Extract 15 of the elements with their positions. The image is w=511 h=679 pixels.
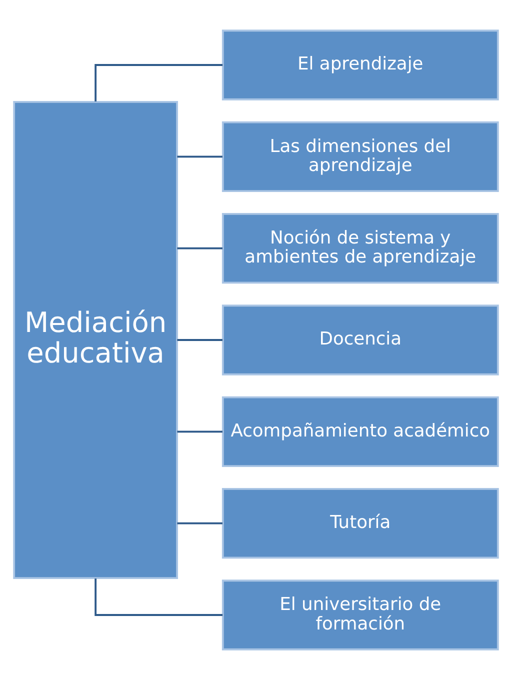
connector — [176, 338, 222, 340]
node-box: Las dimensiones del aprendizaje — [221, 120, 498, 192]
node-box: Mediación educativa — [12, 100, 178, 579]
connector — [176, 246, 222, 249]
node-box: Docencia — [221, 304, 498, 375]
connector — [176, 155, 222, 158]
connector — [176, 430, 222, 432]
node-box: Noción de sistema y ambientes de aprendizaje — [221, 212, 498, 284]
node-box: El aprendizaje — [221, 29, 498, 100]
connector — [94, 64, 222, 101]
node-box: Tutoría — [221, 488, 498, 558]
connector — [94, 578, 222, 616]
connector — [176, 522, 222, 524]
node-box: Acompañamiento académico — [221, 396, 498, 466]
node-box: El universitario de formación — [221, 579, 498, 650]
